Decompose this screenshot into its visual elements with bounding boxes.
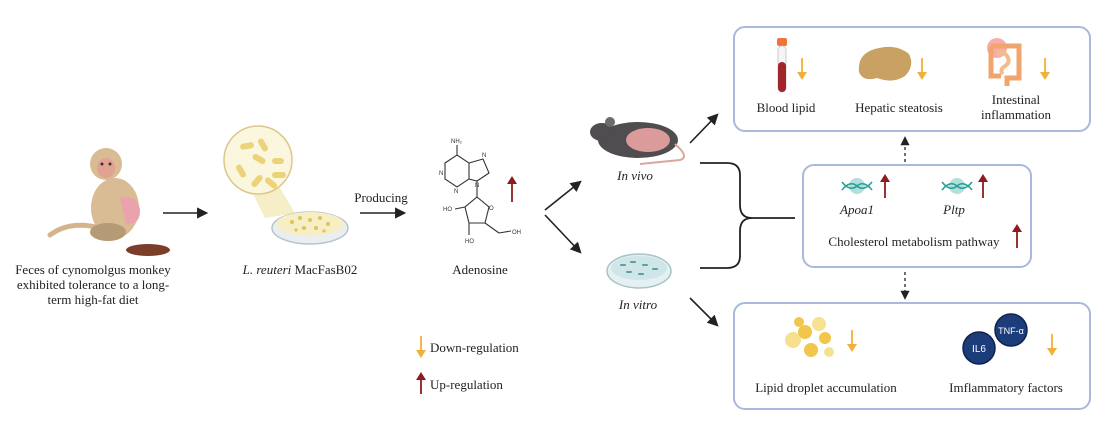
intestinal-inflammation-label: Intestinal inflammation <box>961 92 1071 122</box>
atom-n7: N <box>482 153 486 159</box>
arrow-adenosine-to-invitro <box>544 214 582 254</box>
in-vitro-label: In vitro <box>618 297 658 312</box>
hepatic-steatosis-down-arrow-icon <box>917 58 927 80</box>
bacteria-petri-dish-icon <box>223 125 349 245</box>
lipid-droplet-label: Lipid droplet accumulation <box>755 380 897 395</box>
source-caption-line-2: exhibited tolerance to a long- <box>16 277 170 292</box>
legend: Down-regulation Up-regulation <box>414 334 564 394</box>
apoa1-up-arrow-icon <box>880 174 890 198</box>
blood-lipid-label: Blood lipid <box>756 100 816 115</box>
arrow-invivo-to-topbox <box>689 113 719 144</box>
adenosine-structure-icon: NH₂ N N N N O HO HO OH <box>439 139 521 245</box>
cytokine-icon: IL6 TNF-α <box>962 313 1028 365</box>
legend-up-arrow-icon <box>416 372 426 394</box>
strain-name: MacFasB02 <box>291 262 358 277</box>
legend-down-label: Down-regulation <box>430 340 519 355</box>
hepatic-steatosis-label: Hepatic steatosis <box>855 100 943 115</box>
adenosine-up-arrow-icon <box>507 176 517 202</box>
intestine-icon <box>987 38 1022 86</box>
inflammatory-factors-label: Imflammatory factors <box>949 380 1063 395</box>
adenosine-label: Adenosine <box>452 262 508 277</box>
blood-lipid-down-arrow-icon <box>797 58 807 80</box>
arrow-invitro-to-bottombox <box>689 297 719 327</box>
legend-up-label: Up-regulation <box>430 377 503 392</box>
cholesterol-pathway-label: Cholesterol metabolism pathway <box>828 234 1000 249</box>
atom-oh-5: OH <box>512 230 521 236</box>
phenotype-box-top: Blood lipid Hepatic steatosis Intestinal… <box>733 26 1091 132</box>
mechanism-box: Apoa1 Pltp Cholesterol metabolism pathwa… <box>802 164 1032 268</box>
intestinal-inflammation-line-2: inflammation <box>980 107 1052 122</box>
in-vivo-label: In vivo <box>617 168 653 183</box>
phenotype-box-bottom: Lipid droplet accumulation IL6 TNF-α Imf… <box>733 302 1091 410</box>
apoa1-label: Apoa1 <box>840 202 874 217</box>
dna-icon-apoa1 <box>841 178 873 194</box>
intestinal-inflammation-down-arrow-icon <box>1040 58 1050 80</box>
atom-o-ring: O <box>489 206 494 212</box>
mouse-icon <box>590 117 685 165</box>
atom-n1: N <box>439 171 443 177</box>
atom-nh2: NH₂ <box>451 139 463 145</box>
source-caption: Feces of cynomolgus monkey exhibited tol… <box>8 262 178 307</box>
brace-connector <box>700 162 795 269</box>
strain-species: L. reuteri <box>242 262 292 277</box>
producing-label: Producing <box>354 190 408 205</box>
liver-icon <box>858 46 912 81</box>
atom-ho-3: HO <box>465 239 474 245</box>
source-caption-line-1: Feces of cynomolgus monkey <box>15 262 171 277</box>
atom-n9: N <box>475 183 479 189</box>
il6-badge: IL6 <box>972 344 986 355</box>
monkey-icon <box>47 148 170 256</box>
lipid-droplet-down-arrow-icon <box>847 330 857 352</box>
arrow-adenosine-to-invivo <box>544 180 582 211</box>
blood-tube-icon <box>777 38 787 93</box>
cell-culture-dish-icon <box>606 253 672 289</box>
atom-n3: N <box>454 189 458 195</box>
lipid-droplets-icon <box>785 317 834 357</box>
tnf-badge: TNF-α <box>998 326 1024 336</box>
intestinal-inflammation-line-1: Intestinal <box>991 92 1041 107</box>
source-caption-line-3: term high-fat diet <box>47 292 139 307</box>
pathway-up-arrow-icon <box>1012 224 1022 248</box>
pltp-up-arrow-icon <box>978 174 988 198</box>
pltp-label: Pltp <box>943 202 965 217</box>
legend-down-arrow-icon <box>416 336 426 358</box>
inflammatory-factors-down-arrow-icon <box>1047 334 1057 356</box>
atom-ho-2: HO <box>443 207 452 213</box>
dna-icon-pltp <box>941 178 973 194</box>
strain-label: L. reuteri MacFasB02 <box>230 262 370 277</box>
